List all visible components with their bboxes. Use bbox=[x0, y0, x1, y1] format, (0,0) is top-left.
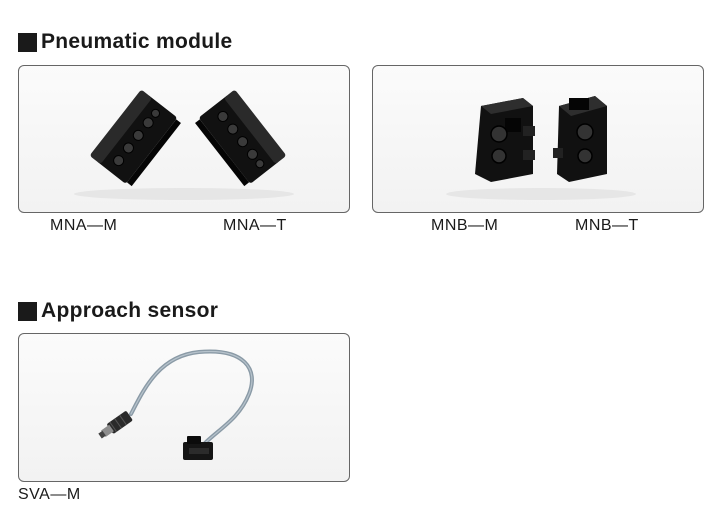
mna-t-module-image bbox=[195, 90, 286, 187]
section-title-text: Pneumatic module bbox=[41, 30, 233, 53]
mna-m-module-image bbox=[90, 90, 181, 187]
mnb-m-module-image bbox=[475, 98, 535, 182]
sva-m-sensor-image bbox=[98, 349, 254, 460]
section-bullet-icon bbox=[18, 301, 37, 321]
sva-product-photo bbox=[18, 333, 350, 482]
section-title-text: Approach sensor bbox=[41, 299, 219, 322]
mnb-product-photo bbox=[372, 65, 704, 213]
caption-sva-m: SVA—M bbox=[18, 486, 81, 503]
mna-product-photo bbox=[18, 65, 350, 213]
caption-mna-t: MNA—T bbox=[223, 217, 287, 234]
mnb-t-module-image bbox=[553, 96, 607, 182]
caption-mna-m: MNA—M bbox=[50, 217, 118, 234]
section-title-approach-sensor: Approach sensor bbox=[18, 299, 218, 323]
section-bullet-icon bbox=[18, 32, 37, 52]
caption-mnb-t: MNB—T bbox=[575, 217, 639, 234]
caption-mnb-m: MNB—M bbox=[431, 217, 499, 234]
section-title-pneumatic-module: Pneumatic module bbox=[18, 30, 233, 54]
